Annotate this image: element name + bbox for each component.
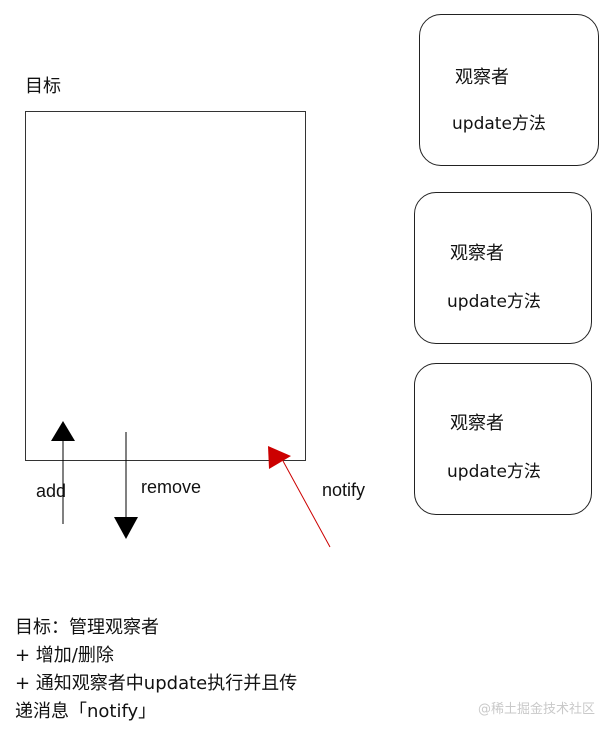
observer-name: 观察者: [450, 413, 504, 434]
observer-name: 观察者: [455, 67, 509, 88]
subject-title: 目标: [25, 76, 61, 97]
observer-name: 观察者: [450, 243, 504, 264]
subject-box: [25, 111, 306, 461]
observer-card-2: 观察者 update方法: [414, 192, 592, 344]
notify-arrow: [268, 446, 331, 548]
note-line: + 增加/删除: [15, 645, 114, 666]
observer-method: update方法: [447, 292, 541, 312]
notify-label: notify: [322, 480, 366, 500]
note-line: 递消息「notify」: [15, 701, 157, 722]
notes: 目标：管理观察者 + 增加/删除 + 通知观察者中update执行并且传 递消息…: [15, 614, 297, 726]
remove-label: remove: [141, 477, 202, 497]
remove-arrow: [114, 432, 138, 539]
observer-method: update方法: [447, 462, 541, 482]
observer-card-1: 观察者 update方法: [419, 14, 599, 166]
note-line: 目标：管理观察者: [15, 617, 159, 638]
add-label: add: [36, 481, 67, 501]
note-line: + 通知观察者中update执行并且传: [15, 673, 298, 694]
observer-card-3: 观察者 update方法: [414, 363, 592, 515]
add-arrow: [51, 421, 75, 524]
observer-method: update方法: [452, 114, 546, 134]
watermark: @稀土掘金技术社区: [478, 702, 596, 717]
